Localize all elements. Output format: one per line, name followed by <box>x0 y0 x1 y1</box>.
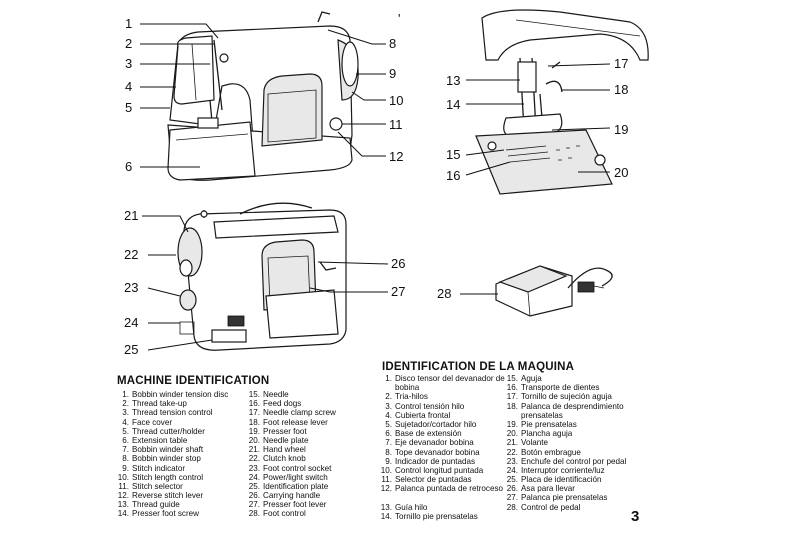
list-item: 11Stitch selector <box>117 482 228 491</box>
spanish-parts-column-2: 15Aguja 16Transporte de dientes 17Tornil… <box>506 374 636 512</box>
list-item: 8Bobbin winder stop <box>117 454 228 463</box>
callout-2: 2 <box>125 36 133 51</box>
callout-12: 12 <box>389 149 404 164</box>
stray-mark: ' <box>398 11 401 26</box>
list-item: 1Disco tensor del devanador de bobina <box>380 374 505 392</box>
list-item: 15Needle <box>248 390 336 399</box>
english-legend-title: MACHINE IDENTIFICATION <box>117 375 270 387</box>
list-item: 28Control de pedal <box>506 503 636 512</box>
callout-17: 17 <box>614 56 629 71</box>
front-view-machine-drawing <box>167 11 359 181</box>
list-item: 14Tornillo pie prensatelas <box>380 512 505 521</box>
callout-26: 26 <box>391 256 406 271</box>
callout-11: 11 <box>389 117 403 132</box>
rear-view-machine-drawing <box>177 202 347 351</box>
callout-28: 28 <box>437 286 452 301</box>
list-item: 20Plancha aguja <box>506 429 636 438</box>
list-item: 28Foot control <box>248 509 336 518</box>
list-item: 26Carrying handle <box>248 491 336 500</box>
list-item: 13Guía hilo <box>380 503 505 512</box>
list-item: 23Foot control socket <box>248 464 336 473</box>
english-parts-column-2: 15Needle 16Feed dogs 17Needle clamp scre… <box>248 390 336 519</box>
callout-16: 16 <box>446 168 461 183</box>
needle-area-drawing <box>475 9 649 195</box>
foot-control-drawing <box>495 265 613 317</box>
list-item: 10Control longitud puntada <box>380 466 505 475</box>
list-item: 12Palanca puntada de retroceso <box>380 484 505 502</box>
spanish-parts-column-1: 1Disco tensor del devanador de bobina 2T… <box>380 374 505 521</box>
callout-18: 18 <box>614 82 629 97</box>
list-item: 22Clutch knob <box>248 454 336 463</box>
callout-9: 9 <box>389 66 397 81</box>
list-item: 14Presser foot screw <box>117 509 228 518</box>
list-item: 2Thread take-up <box>117 399 228 408</box>
callout-1: 1 <box>125 16 133 31</box>
callout-10: 10 <box>389 93 404 108</box>
list-item: 13Thread guide <box>117 500 228 509</box>
list-item: 23Enchufe del control por pedal <box>506 457 636 466</box>
list-item: 25Identification plate <box>248 482 336 491</box>
callout-27: 27 <box>391 284 406 299</box>
list-item: 19Pie prensatelas <box>506 420 636 429</box>
list-item: 21Volante <box>506 438 636 447</box>
callout-24: 24 <box>124 315 139 330</box>
list-item: 17Tornillo de sujeción aguja <box>506 392 636 401</box>
list-item: 19Presser foot <box>248 427 336 436</box>
list-item: 16Transporte de dientes <box>506 383 636 392</box>
list-item: 18Foot release lever <box>248 418 336 427</box>
list-item: 6Extension table <box>117 436 228 445</box>
list-item: 5Thread cutter/holder <box>117 427 228 436</box>
list-item: 9Indicador de puntadas <box>380 457 505 466</box>
list-item: 11Selector de puntadas <box>380 475 505 484</box>
list-item: 9Stitch indicator <box>117 464 228 473</box>
list-item: 2Tria-hilos <box>380 392 505 401</box>
list-item: 17Needle clamp screw <box>248 408 336 417</box>
callout-21: 21 <box>124 208 139 223</box>
list-item: 27Presser foot lever <box>248 500 336 509</box>
list-item: 3Thread tension control <box>117 408 228 417</box>
list-item: 16Feed dogs <box>248 399 336 408</box>
callout-25: 25 <box>124 342 139 357</box>
leader-lines <box>140 23 611 351</box>
list-item: 5Sujetador/cortador hilo <box>380 420 505 429</box>
list-item: 4Face cover <box>117 418 228 427</box>
list-item: 24Power/light switch <box>248 473 336 482</box>
list-item: 24Interruptor corriente/luz <box>506 466 636 475</box>
list-item: 8Tope devanador bobina <box>380 448 505 457</box>
callout-4: 4 <box>125 79 133 94</box>
callout-3: 3 <box>125 56 133 71</box>
callout-13: 13 <box>446 73 461 88</box>
callout-19: 19 <box>614 122 629 137</box>
list-item: 27Palanca pie prensatelas <box>506 493 636 502</box>
spanish-legend-title: IDENTIFICATION DE LA MAQUINA <box>382 361 575 373</box>
english-parts-column-1: 1Bobbin winder tension disc 2Thread take… <box>117 390 229 519</box>
list-item: 26Asa para llevar <box>506 484 636 493</box>
list-item: 4Cubierta frontal <box>380 411 505 420</box>
list-item: 7Bobbin winder shaft <box>117 445 228 454</box>
list-item: 20Needle plate <box>248 436 336 445</box>
list-item: 15Aguja <box>506 374 636 383</box>
callout-8: 8 <box>389 36 397 51</box>
page-number: 3 <box>631 508 640 525</box>
callout-5: 5 <box>125 100 133 115</box>
list-item: 3Control tensión hilo <box>380 402 505 411</box>
callout-6: 6 <box>125 159 133 174</box>
list-item: 12Reverse stitch lever <box>117 491 228 500</box>
callout-22: 22 <box>124 247 139 262</box>
callout-23: 23 <box>124 280 139 295</box>
callout-20: 20 <box>614 165 629 180</box>
list-item: 1Bobbin winder tension disc <box>117 390 228 399</box>
list-item: 21Hand wheel <box>248 445 336 454</box>
list-item: 6Base de extensión <box>380 429 505 438</box>
callout-15: 15 <box>446 147 461 162</box>
list-item: 10Stitch length control <box>117 473 228 482</box>
list-item: 18Palanca de desprendimiento prensatelas <box>506 402 636 420</box>
callout-14: 14 <box>446 97 461 112</box>
list-item: 22Botón embrague <box>506 448 636 457</box>
list-item: 25Placa de identificación <box>506 475 636 484</box>
list-item: 7Eje devanador bobina <box>380 438 505 447</box>
